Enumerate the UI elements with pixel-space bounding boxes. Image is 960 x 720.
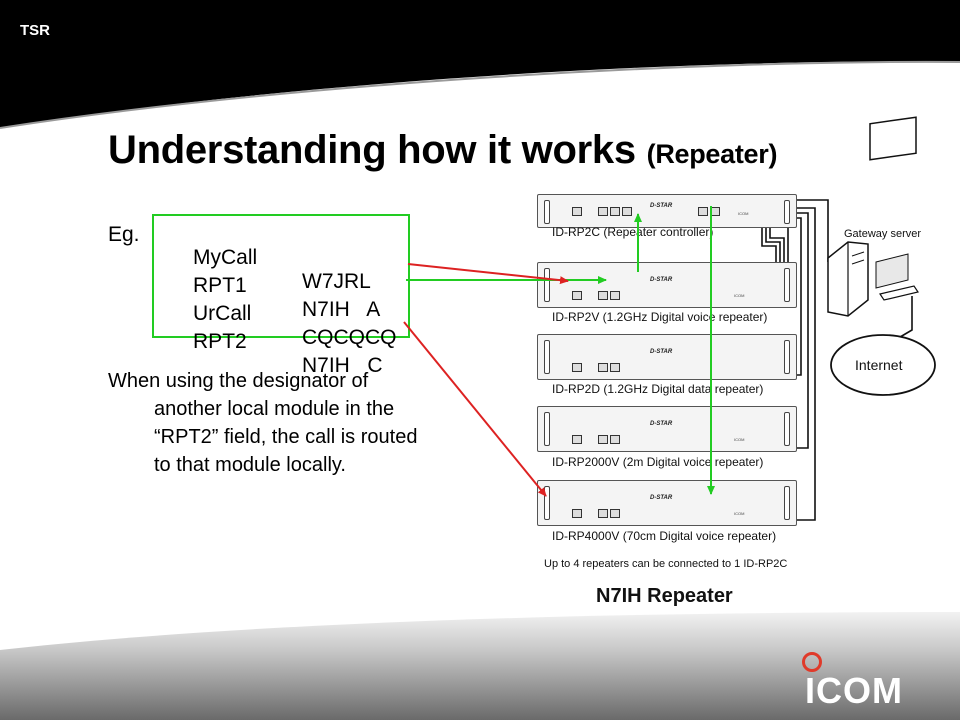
unit-label: ID-RP2C (Repeater controller) xyxy=(552,225,714,239)
unit-label: ID-RP2D (1.2GHz Digital data repeater) xyxy=(552,382,764,396)
port-icon xyxy=(710,207,720,216)
slide-title: Understanding how it works (Repeater) xyxy=(108,128,777,173)
unit-label: ID-RP2000V (2m Digital voice repeater) xyxy=(552,455,764,469)
rack-ear xyxy=(784,340,790,374)
unit-badge: ICOM xyxy=(738,211,749,216)
port-icon xyxy=(610,435,620,444)
field-value: CQCQCQ xyxy=(302,326,397,349)
paragraph-line: another local module in the xyxy=(154,398,395,420)
port-icon xyxy=(572,291,582,300)
port-icon xyxy=(572,207,582,216)
field-row-rpt2: RPT2 N7IH C xyxy=(158,306,383,402)
field-name: UrCall xyxy=(193,302,252,325)
paragraph-line: When using the designator of xyxy=(108,370,369,392)
rack-ear xyxy=(544,412,550,446)
repeater-unit-rp4000v: D-STAR ICOM xyxy=(537,480,797,526)
port-icon xyxy=(610,207,620,216)
dstar-logo: D-STAR xyxy=(650,495,673,501)
rack-ear xyxy=(784,200,790,224)
port-icon xyxy=(698,207,708,216)
field-row-mycall: MyCall W7JRL xyxy=(158,222,371,318)
field-name: RPT2 xyxy=(193,330,247,353)
repeater-unit-rp2d: D-STAR xyxy=(537,334,797,380)
unit-badge: ICOM xyxy=(734,437,745,442)
port-icon xyxy=(610,363,620,372)
gateway-server-label: Gateway server xyxy=(844,228,922,240)
unit-badge: ICOM xyxy=(734,511,745,516)
field-row-rpt1: RPT1 N7IH A xyxy=(158,250,380,346)
dstar-logo: D-STAR xyxy=(650,349,673,355)
example-prefix: Eg. xyxy=(108,223,140,246)
rack-ear xyxy=(784,268,790,302)
title-main: Understanding how it works xyxy=(108,128,636,172)
diagram-caption: N7IH Repeater xyxy=(596,585,733,607)
port-icon xyxy=(598,435,608,444)
port-icon xyxy=(598,207,608,216)
rack-ear xyxy=(544,340,550,374)
port-icon xyxy=(598,363,608,372)
field-value: N7IH A xyxy=(302,298,381,321)
repeater-unit-controller: D-STAR ICOM xyxy=(537,194,797,228)
dstar-logo: D-STAR xyxy=(650,277,673,283)
field-name: MyCall xyxy=(193,246,258,269)
unit-badge: ICOM xyxy=(734,293,745,298)
port-icon xyxy=(610,509,620,518)
header-tag: TSR xyxy=(20,22,50,39)
dstar-logo: D-STAR xyxy=(650,203,673,209)
explanation-paragraph: When using the designator of another loc… xyxy=(108,367,417,479)
port-icon xyxy=(598,509,608,518)
icom-logo-ring xyxy=(802,652,822,672)
field-value: W7JRL xyxy=(302,270,371,293)
internet-label: Internet xyxy=(855,357,903,373)
rack-ear xyxy=(544,268,550,302)
port-icon xyxy=(572,509,582,518)
rack-ear xyxy=(544,486,550,520)
field-row-urcall: UrCall CQCQCQ xyxy=(158,278,396,374)
unit-label: ID-RP2V (1.2GHz Digital voice repeater) xyxy=(552,310,768,324)
port-icon xyxy=(598,291,608,300)
icom-logo: ICOM xyxy=(805,670,903,711)
title-sub: (Repeater) xyxy=(646,139,778,169)
unit-label: ID-RP4000V (70cm Digital voice repeater) xyxy=(552,529,777,543)
paragraph-line: to that module locally. xyxy=(154,454,346,476)
rack-ear xyxy=(544,200,550,224)
field-value: N7IH C xyxy=(302,354,383,377)
rack-ear xyxy=(784,412,790,446)
repeater-unit-rp2000v: D-STAR ICOM xyxy=(537,406,797,452)
paragraph-line: “RPT2” field, the call is routed xyxy=(154,426,418,448)
port-icon xyxy=(610,291,620,300)
diagram-note: Up to 4 repeaters can be connected to 1 … xyxy=(544,558,788,570)
port-icon xyxy=(572,435,582,444)
repeater-unit-rp2v: D-STAR ICOM xyxy=(537,262,797,308)
call-fields-box: MyCall W7JRL RPT1 N7IH A UrCall CQCQCQ R… xyxy=(152,214,410,377)
field-name: RPT1 xyxy=(193,274,247,297)
port-icon xyxy=(622,207,632,216)
rack-ear xyxy=(784,486,790,520)
dstar-logo: D-STAR xyxy=(650,421,673,427)
port-icon xyxy=(572,363,582,372)
